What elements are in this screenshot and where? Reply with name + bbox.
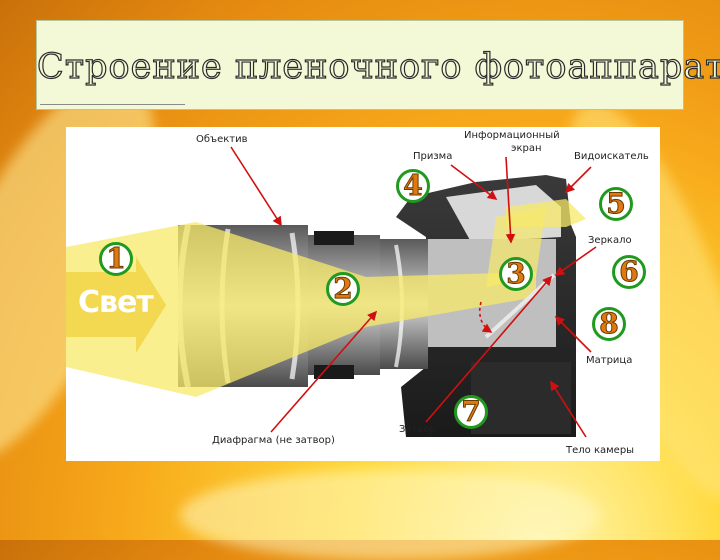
lens-ring [314,231,354,245]
arrow-lens [230,146,282,227]
arrow-shutter [425,275,553,423]
label-prism: Призма [413,151,453,162]
arrow-aperture [270,310,378,433]
arrow-matrix [554,315,592,353]
label-info-screen-2: экран [511,143,542,154]
label-viewfinder: Видоискатель [574,151,649,162]
number-2: 2 [326,272,360,306]
light-beam-out [506,199,586,227]
arrow-body [550,380,587,438]
label-aperture: Диафрагма (не затвор) [212,435,335,446]
slide-title: Строение пленочного фотоаппарата [36,46,720,87]
camera-diagram: Свет Объектив Информационный экран Призм… [66,127,660,461]
label-matrix: Матрица [586,355,633,366]
title-box: Строение пленочного фотоаппарата [36,20,720,110]
label-mirror: Зеркало [588,235,632,246]
number-6: 6 [612,255,646,289]
arrow-prism [450,164,498,200]
light-beam [66,222,536,397]
light-arrow [66,257,166,353]
background-streak [180,470,600,560]
label-info-screen-1: Информационный [464,130,560,141]
number-7: 7 [454,395,488,429]
arrow-viewfinder [564,166,592,194]
arrow-info-screen [505,156,516,244]
number-5: 5 [599,187,633,221]
label-lens: Объектив [196,134,248,145]
label-camera-body: Тело камеры [566,445,635,456]
number-4: 4 [396,169,430,203]
label-shutter: Затвор [399,424,436,435]
title-underline [40,104,185,105]
number-1: 1 [99,242,133,276]
number-8: 8 [592,307,626,341]
arrow-mirror-flip [478,301,493,333]
camera-drawing [66,146,597,438]
lens-ring [314,365,354,379]
arrow-mirror [554,246,597,276]
light-label: Свет [78,285,154,320]
body-texture [471,362,571,434]
number-3: 3 [499,257,533,291]
